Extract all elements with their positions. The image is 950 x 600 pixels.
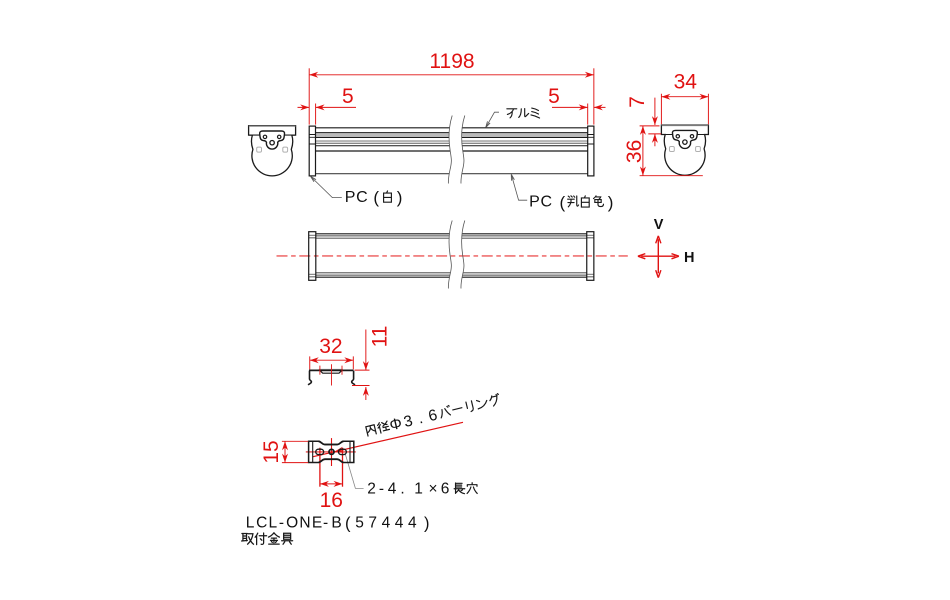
svg-text:5: 5 [548, 85, 560, 108]
svg-text:×: × [428, 480, 437, 497]
svg-text:P: P [529, 194, 540, 211]
svg-text:C: C [356, 189, 368, 206]
svg-text:(: ( [559, 193, 565, 212]
svg-text:-: - [279, 515, 284, 532]
svg-text:7: 7 [368, 515, 377, 532]
svg-text:4: 4 [395, 515, 404, 532]
svg-text:11: 11 [369, 326, 392, 348]
svg-text:32: 32 [319, 335, 342, 358]
svg-text:N: N [299, 515, 310, 532]
svg-text:C: C [256, 515, 267, 532]
svg-text:Φ: Φ [388, 415, 404, 434]
svg-text:.: . [400, 480, 404, 497]
svg-text:1: 1 [414, 480, 423, 497]
svg-text:5: 5 [355, 515, 364, 532]
svg-text:P: P [345, 189, 356, 206]
svg-text:): ) [424, 515, 430, 533]
svg-text:16: 16 [320, 489, 343, 512]
svg-text:H: H [684, 250, 694, 266]
svg-text:(: ( [373, 188, 379, 207]
svg-text:B: B [331, 515, 341, 532]
svg-text:): ) [397, 188, 403, 207]
svg-text:-: - [323, 515, 328, 532]
svg-text:6: 6 [427, 407, 439, 426]
svg-text:2: 2 [367, 480, 376, 497]
svg-text:4: 4 [408, 515, 417, 532]
svg-text:6: 6 [441, 480, 450, 497]
svg-text:34: 34 [674, 71, 698, 94]
svg-text:L: L [246, 515, 255, 532]
svg-text:15: 15 [260, 440, 283, 463]
svg-text:-: - [379, 480, 384, 497]
svg-text:7: 7 [626, 96, 649, 108]
svg-text:1198: 1198 [429, 50, 474, 73]
svg-text:E: E [312, 515, 322, 532]
svg-text:(: ( [345, 515, 351, 533]
svg-text:O: O [286, 515, 298, 532]
svg-text:4: 4 [388, 480, 397, 497]
svg-text:3: 3 [402, 412, 414, 431]
svg-text:36: 36 [623, 140, 646, 163]
svg-text:V: V [654, 217, 664, 233]
svg-text:.: . [416, 410, 424, 428]
svg-text:5: 5 [342, 85, 354, 108]
svg-text:C: C [541, 194, 553, 211]
svg-text:L: L [268, 515, 277, 532]
svg-text:): ) [608, 193, 614, 212]
svg-text:4: 4 [382, 515, 391, 532]
